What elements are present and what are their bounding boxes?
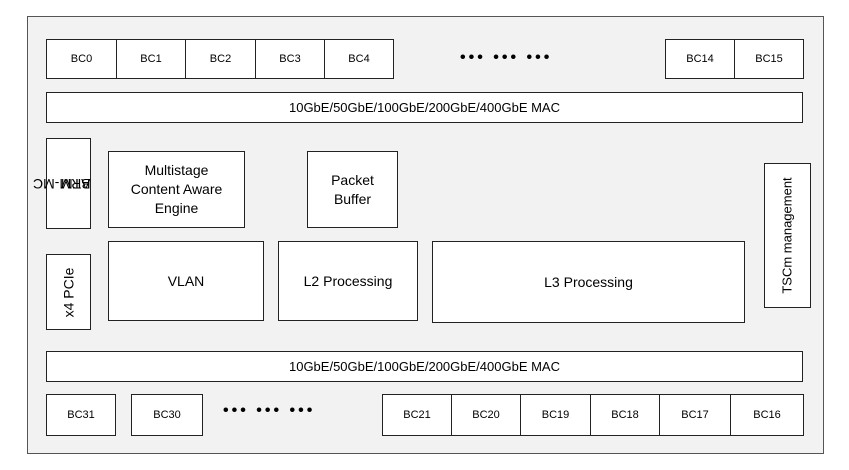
bc-box: BC2 [185,39,256,79]
bc-box: BC16 [730,394,804,436]
content-engine-block: Multistage Content Aware Engine [108,151,245,228]
packet-buffer-block: Packet Buffer [307,151,398,228]
buffer-line: Packet [331,171,374,188]
engine-line: Engine [154,200,199,216]
tscm-block: TSCm management [764,163,811,308]
bc-box: BC14 [665,39,735,79]
pcie-block: x4 PCIe [46,254,91,330]
vlan-block: VLAN [108,241,264,321]
bc-box: BC20 [451,394,521,436]
engine-line: Multistage [144,162,209,178]
bc-box: BC30 [131,394,203,436]
bc-box: BC15 [734,39,804,79]
tscm-label: TSCm management [780,177,796,294]
engine-line: Content Aware [130,181,223,197]
ellipsis-bottom: ••• ••• ••• [223,402,316,419]
bc-box: BC17 [659,394,731,436]
bc-box: BC19 [520,394,591,436]
l2-processing-block: L2 Processing [278,241,418,321]
bc-box: BC21 [382,394,452,436]
ellipsis-top: ••• ••• ••• [460,49,553,66]
bc-box: BC3 [255,39,325,79]
pcie-label: x4 PCIe [60,267,76,317]
bc-box: BC1 [116,39,186,79]
btm-label: BTM [60,175,91,192]
bc-box: BC31 [46,394,116,436]
bc-box: BC0 [46,39,117,79]
l3-processing-block: L3 Processing [432,241,745,323]
mac-bar-bottom: 10GbE/50GbE/100GbE/200GbE/400GbE MAC [46,351,803,382]
chip-diagram [27,16,824,454]
bc-box: BC4 [324,39,394,79]
mac-bar-top: 10GbE/50GbE/100GbE/200GbE/400GbE MAC [46,92,803,123]
bc-box: BC18 [590,394,660,436]
buffer-line: Buffer [333,190,372,207]
